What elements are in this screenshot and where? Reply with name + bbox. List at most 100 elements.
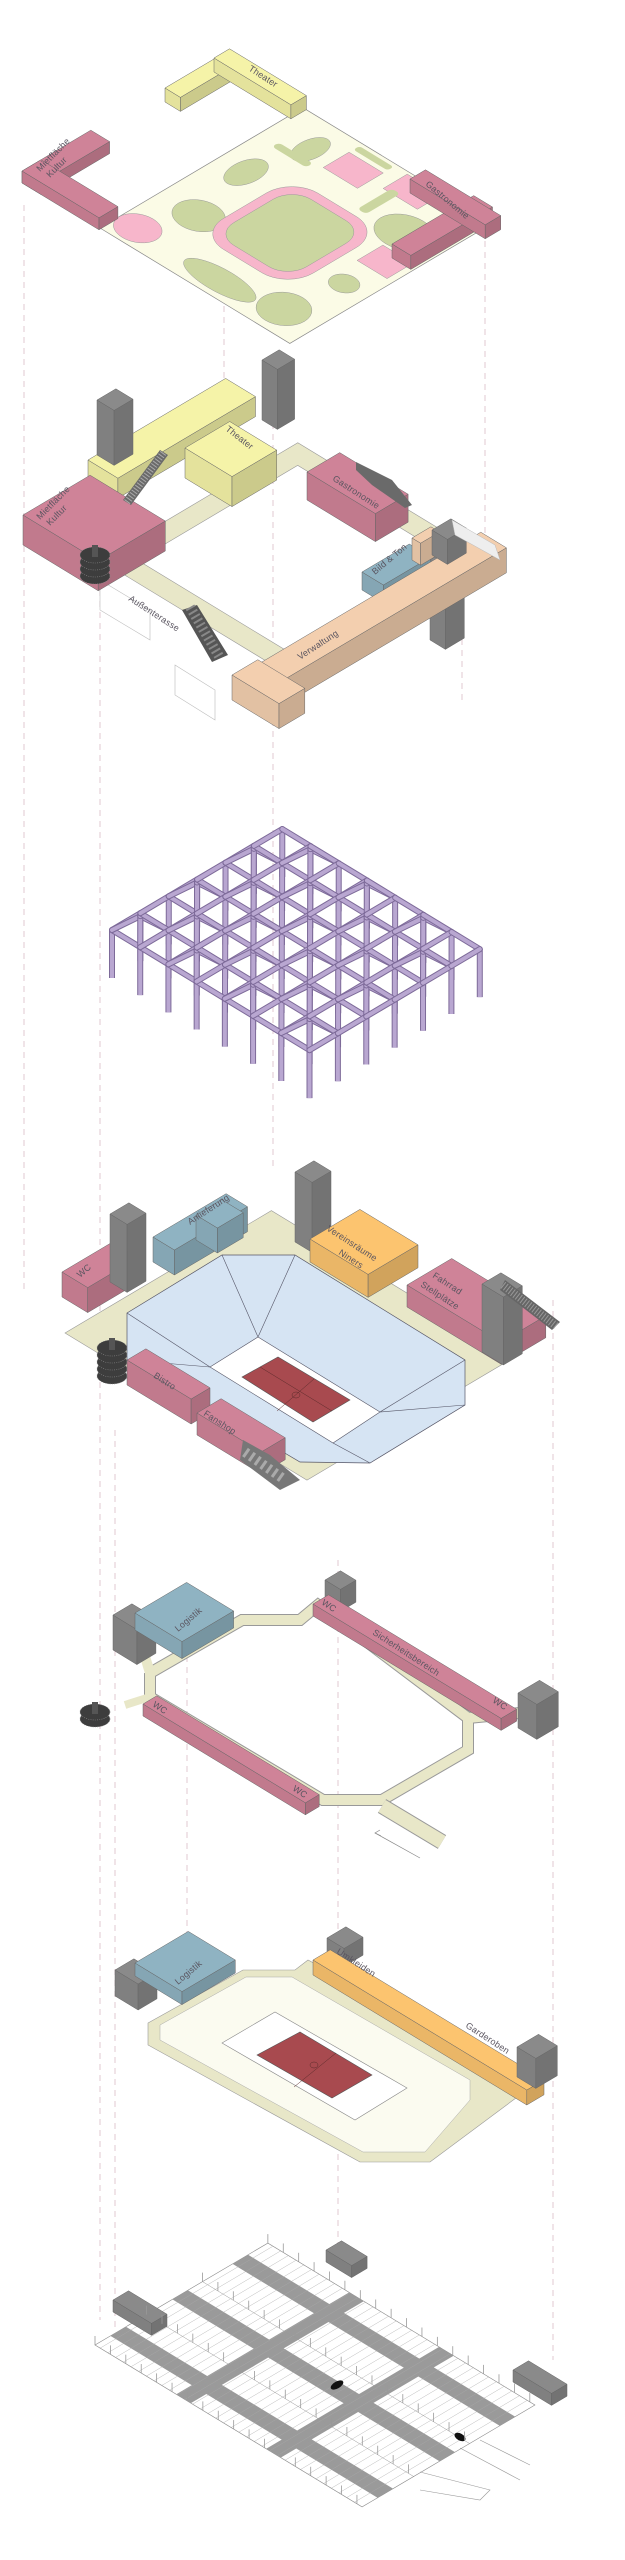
truss-beam [279,915,313,933]
truss-beam [336,963,369,985]
truss-beam [251,945,284,967]
driving-aisle [172,2290,455,2462]
logistik-volume-top [134,1582,235,1642]
stair-core-top [261,349,296,370]
truss-beam [194,979,227,1001]
truss-beam [166,962,199,984]
stair-core-side [277,358,295,430]
truss-beam [336,929,369,951]
stair-core-side [126,1212,147,1293]
truss-beam [166,894,199,916]
stair-icon [451,519,501,561]
truss-beam [194,911,228,933]
truss-beam [251,996,284,1018]
verwaltung-volume-top [231,659,306,704]
stair-core-side [109,1213,128,1293]
truss-beam [335,1014,369,1036]
parking-stall-line [146,2274,319,2376]
stair-core [517,1680,559,1740]
parking-stall-line [293,2363,466,2465]
parking-stall-line [254,2340,427,2442]
truss-beam [421,929,454,951]
logistik-volume-top [134,1931,236,1992]
truss-beam [251,877,284,899]
driving-aisle [176,2292,364,2404]
stair-core [512,2360,568,2406]
truss-beam [251,843,285,866]
truss-beam [279,996,312,1019]
entry-ramp [378,1799,446,1849]
stair-core-top [96,388,134,411]
parking-stall-line [108,2251,281,2353]
truss-beam [138,911,171,933]
truss-beam [308,929,341,951]
truss-beam [279,895,313,917]
truss-beam [166,948,199,967]
truss-beam [364,912,397,934]
parking-stall-line [316,2377,489,2479]
truss-beam [307,997,341,1019]
stair-core [112,2290,168,2336]
parking-stall-line [277,2354,450,2456]
planting-strip [354,146,393,170]
gastronomie-volume [409,169,502,240]
truss-beam [195,860,228,882]
truss-beam [194,928,228,950]
parking-stall-line [270,2349,443,2451]
parking-stall-line [285,2358,458,2460]
truss-beam [138,945,171,967]
parking-stall-line [200,2307,373,2409]
parking-row-line [203,2282,470,2444]
court-midline [276,1378,315,1412]
stair-core-side [294,1171,313,1253]
truss-beam [194,945,228,967]
parking-stall-line [193,2302,366,2404]
parking-row-line [268,2243,535,2405]
truss-beam [421,946,454,968]
mietflaeche-kultur-volume [22,474,166,592]
ramp-edge [479,2439,531,2466]
truss-beam [364,929,397,951]
vereinsraeume-volume-top [309,1209,419,1275]
parking-plan [95,2243,535,2507]
parking-stall-line [185,2298,358,2400]
spiral-stair-icon [79,1702,111,1728]
play-area [323,152,383,188]
planting-strip [359,189,399,213]
arena-stairs [240,1280,560,1490]
wc-corridor-volume-side [142,1703,306,1816]
truss-beam [364,946,397,968]
truss-beam [279,881,313,899]
wc-corridor-volume [142,1695,320,1816]
sicherheitsbereich-volume [312,1594,518,1731]
vereinsraeume-volume [309,1209,419,1298]
layer-upper-ring: Theater Mietfläche Kultur Gastronomie Bi… [22,349,507,730]
ramp-edge [419,2471,491,2501]
court-midline [293,2052,337,2088]
truss-beam [138,928,171,950]
truss-beam [308,946,341,968]
spiral-stair-core [92,1702,98,1714]
parking-stall-line [169,2288,342,2390]
truss-beam [223,948,256,967]
truss-beam [336,983,369,1002]
logistik-volume [134,1582,235,1660]
gastronomie-volume-top [306,452,409,514]
basketball-court [256,2031,373,2099]
truss-beam [364,963,397,985]
stair-core [261,349,296,430]
parking-stall-line [131,2265,304,2367]
truss-beam [336,881,369,900]
theater-volume [213,48,307,120]
stair-core [109,1202,147,1293]
lower-outline-volumes [99,579,216,721]
play-area [103,208,172,249]
parking-stall-line [262,2344,435,2446]
truss-beam [222,996,256,1018]
entry-arrow-head-icon [374,1829,382,1837]
planting-strip [273,143,311,167]
truss-beam [336,997,369,1019]
parking-stall-line [239,2330,412,2432]
parking-row-line [95,2345,362,2507]
parking-stall-line [116,2256,289,2358]
